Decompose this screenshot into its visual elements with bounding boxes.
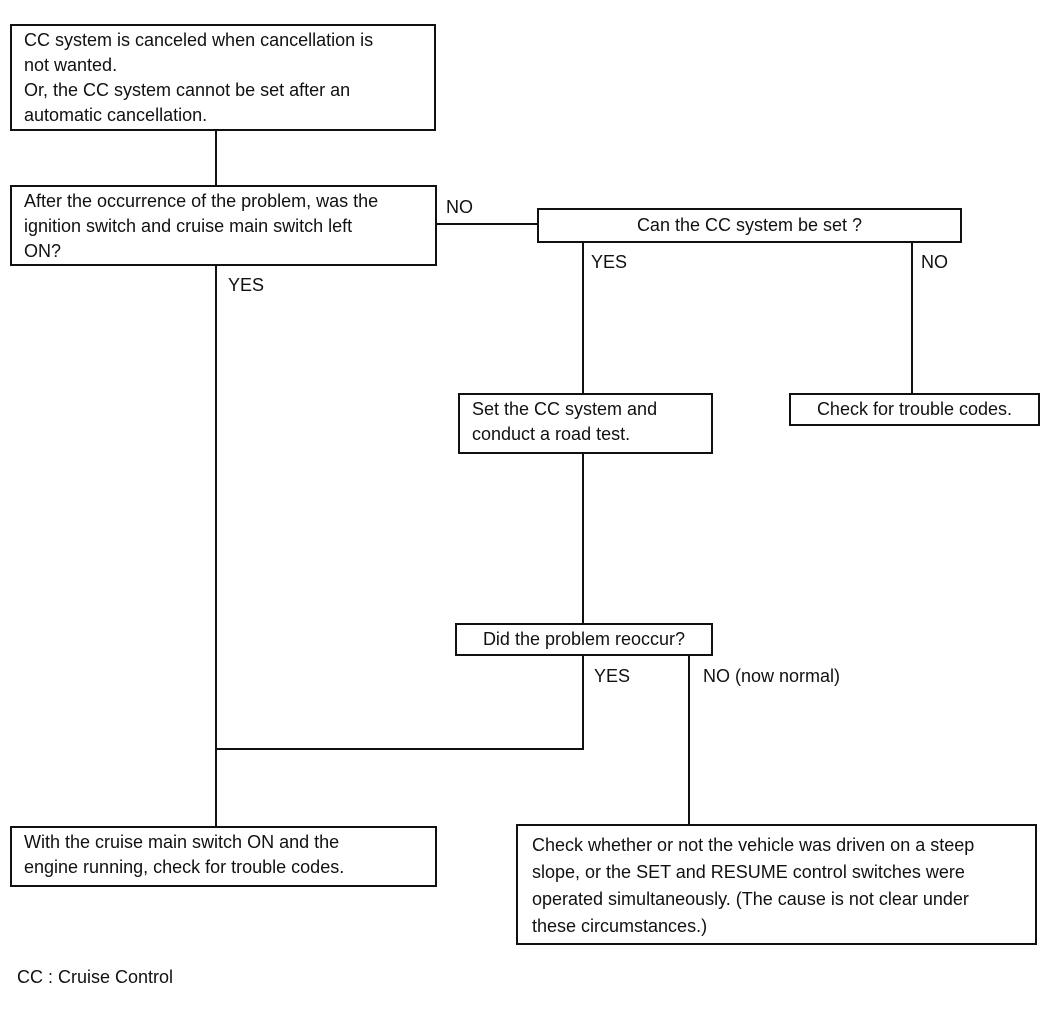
connector-ignition-no-right [437,223,537,225]
connector-can-set-no-down [911,243,913,393]
node-question-ignition-switch: After the occurrence of the problem, was… [10,185,437,266]
node-question-problem-reoccur: Did the problem reoccur? [455,623,713,656]
node-check-trouble-codes: Check for trouble codes. [789,393,1040,426]
node-set-road-test: Set the CC system and conduct a road tes… [458,393,713,454]
connector-road-test-down [582,454,584,623]
connector-ignition-yes-down [215,266,217,826]
connector-reoccur-no-down [688,656,690,824]
connector-reoccur-yes-merge [215,748,584,750]
footnote-cc-abbreviation: CC : Cruise Control [17,967,174,987]
connector-start-down [215,131,217,185]
node-start-symptom: CC system is canceled when cancellation … [10,24,436,131]
label-can-set-no: NO [921,252,948,272]
node-check-codes-engine-running: With the cruise main switch ON and the e… [10,826,437,887]
label-reoccur-yes: YES [594,666,631,686]
label-ignition-yes: YES [228,275,265,295]
label-can-set-yes: YES [591,252,628,272]
node-question-can-set: Can the CC system be set ? [537,208,962,243]
label-reoccur-no: NO (now normal) [703,666,841,686]
node-check-steep-slope: Check whether or not the vehicle was dri… [516,824,1037,945]
label-ignition-no: NO [446,197,473,217]
connector-can-set-yes-down [582,243,584,393]
connector-reoccur-yes-down [582,656,584,750]
